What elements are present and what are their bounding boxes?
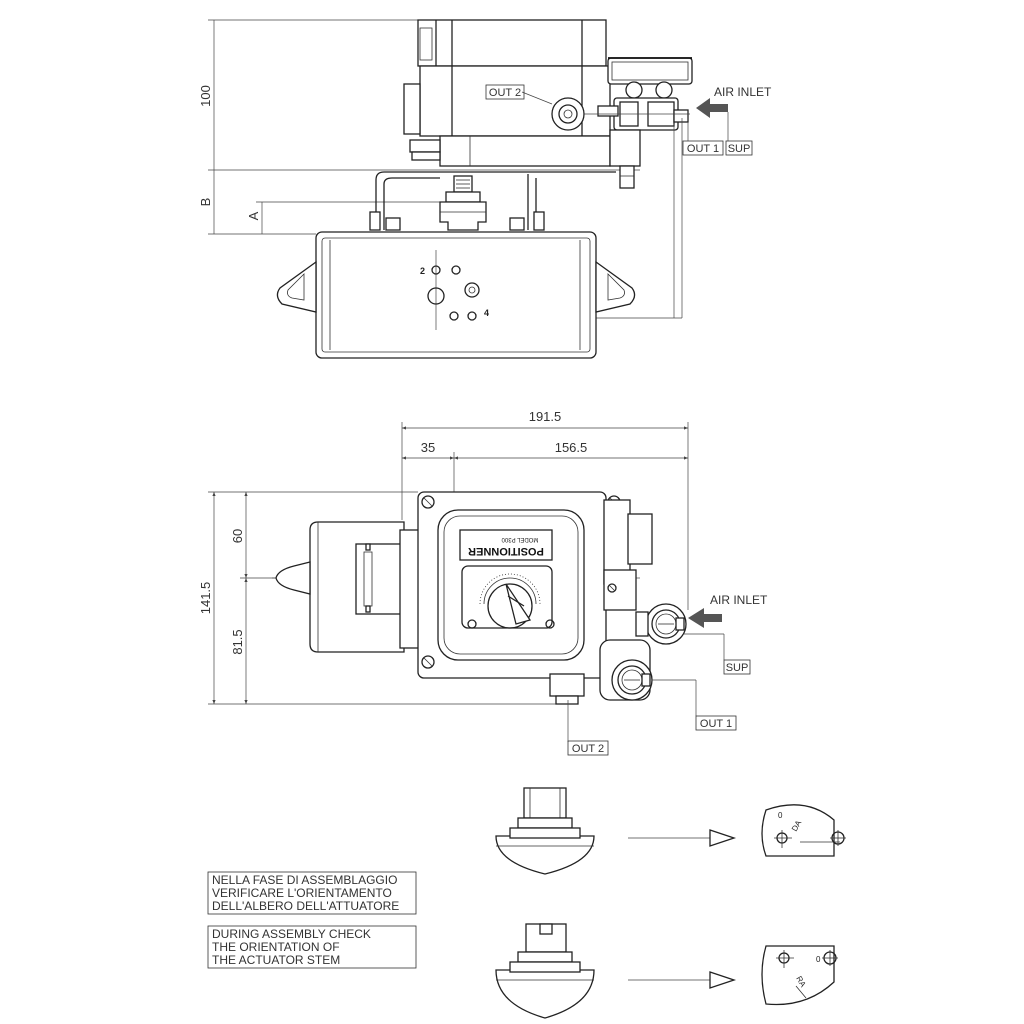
port-4-hole bbox=[467, 311, 477, 321]
port-2-label: 2 bbox=[420, 266, 425, 276]
air-inlet-arrow-side bbox=[696, 98, 728, 118]
stem-ra-zero: 0 bbox=[816, 955, 821, 964]
dim-a-label: A bbox=[246, 211, 261, 220]
note-italian-line-1: NELLA FASE DI ASSEMBLAGGIO bbox=[212, 873, 397, 887]
positioner-body-plan: POSITIONNER MODEL P300 bbox=[417, 491, 621, 679]
horizontal-dimensions: 191.5 35 156.5 bbox=[401, 409, 689, 610]
air-inlet-side: AIR INLET OUT 1 SUP bbox=[682, 85, 772, 156]
vertical-dimensions-side: 100 B A bbox=[198, 19, 640, 235]
note-italian-line-2: VERIFICARE L'ORIENTAMENTO bbox=[212, 886, 392, 900]
actuator-body-side: 2 4 bbox=[276, 231, 636, 359]
stem-coupling-side bbox=[439, 175, 487, 231]
out2-label-side: OUT 2 bbox=[489, 87, 521, 99]
indicator-window bbox=[461, 565, 553, 629]
note-english-line-3: THE ACTUATOR STEM bbox=[212, 953, 340, 967]
sup-label-plan: SUP bbox=[726, 662, 749, 674]
stem-orientation-section: NELLA FASE DI ASSEMBLAGGIO VERIFICARE L'… bbox=[207, 787, 846, 1019]
screw-top-left bbox=[421, 495, 435, 509]
plan-view: 191.5 35 156.5 141.5 60 81.5 bbox=[198, 409, 768, 756]
port-2-hole bbox=[431, 265, 441, 275]
note-english-line-1: DURING ASSEMBLY CHECK bbox=[212, 927, 371, 941]
dim-141-5-label: 141.5 bbox=[198, 582, 213, 615]
dim-b-label: B bbox=[198, 198, 213, 207]
gauge-block-side bbox=[597, 57, 693, 189]
vertical-dimensions-plan: 141.5 60 81.5 bbox=[198, 491, 560, 705]
out2-leader-plan: OUT 2 bbox=[567, 700, 609, 756]
air-inlet-label-side: AIR INLET bbox=[714, 85, 772, 99]
nameplate-model: MODEL P300 bbox=[501, 536, 538, 542]
dim-191-5-label: 191.5 bbox=[529, 409, 562, 424]
dim-60-label: 60 bbox=[230, 529, 245, 543]
stem-ra-top-view: 0 RA bbox=[761, 945, 838, 1006]
dim-35-label: 35 bbox=[421, 440, 435, 455]
out2-label-plan: OUT 2 bbox=[572, 743, 604, 755]
air-inlet-label-plan: AIR INLET bbox=[710, 593, 768, 607]
nameplate-brand: POSITIONNER bbox=[468, 545, 544, 557]
out1-label-plan: OUT 1 bbox=[700, 718, 732, 730]
stem-da-zero: 0 bbox=[778, 811, 783, 820]
note-italian-line-3: DELL'ALBERO DELL'ATTUATORE bbox=[212, 899, 399, 913]
mounting-bracket-side bbox=[369, 171, 616, 231]
out1-label-side: OUT 1 bbox=[687, 143, 719, 155]
out1-fitting-plan: OUT 1 bbox=[611, 659, 737, 731]
air-inlet-arrow-plan bbox=[688, 608, 722, 628]
sup-label-side: SUP bbox=[728, 143, 751, 155]
port-4-label: 4 bbox=[484, 308, 489, 318]
stem-da-side bbox=[495, 787, 595, 875]
side-elevation-view: 100 B A bbox=[198, 19, 772, 359]
stem-da-top-view: 0 DA bbox=[761, 804, 846, 857]
note-english: DURING ASSEMBLY CHECK THE ORIENTATION OF… bbox=[207, 925, 417, 969]
note-english-line-2: THE ORIENTATION OF bbox=[212, 940, 340, 954]
dim-156-5-label: 156.5 bbox=[555, 440, 588, 455]
screw-bottom-left bbox=[421, 655, 435, 669]
nameplate bbox=[459, 529, 553, 561]
sup-fitting-plan: AIR INLET SUP bbox=[635, 593, 768, 675]
dim-81-5-label: 81.5 bbox=[230, 629, 245, 654]
note-italian: NELLA FASE DI ASSEMBLAGGIO VERIFICARE L'… bbox=[207, 871, 417, 915]
actuator-stub-plan bbox=[275, 521, 421, 653]
dim-100-label: 100 bbox=[198, 85, 213, 107]
stem-ra-side bbox=[495, 923, 595, 1019]
